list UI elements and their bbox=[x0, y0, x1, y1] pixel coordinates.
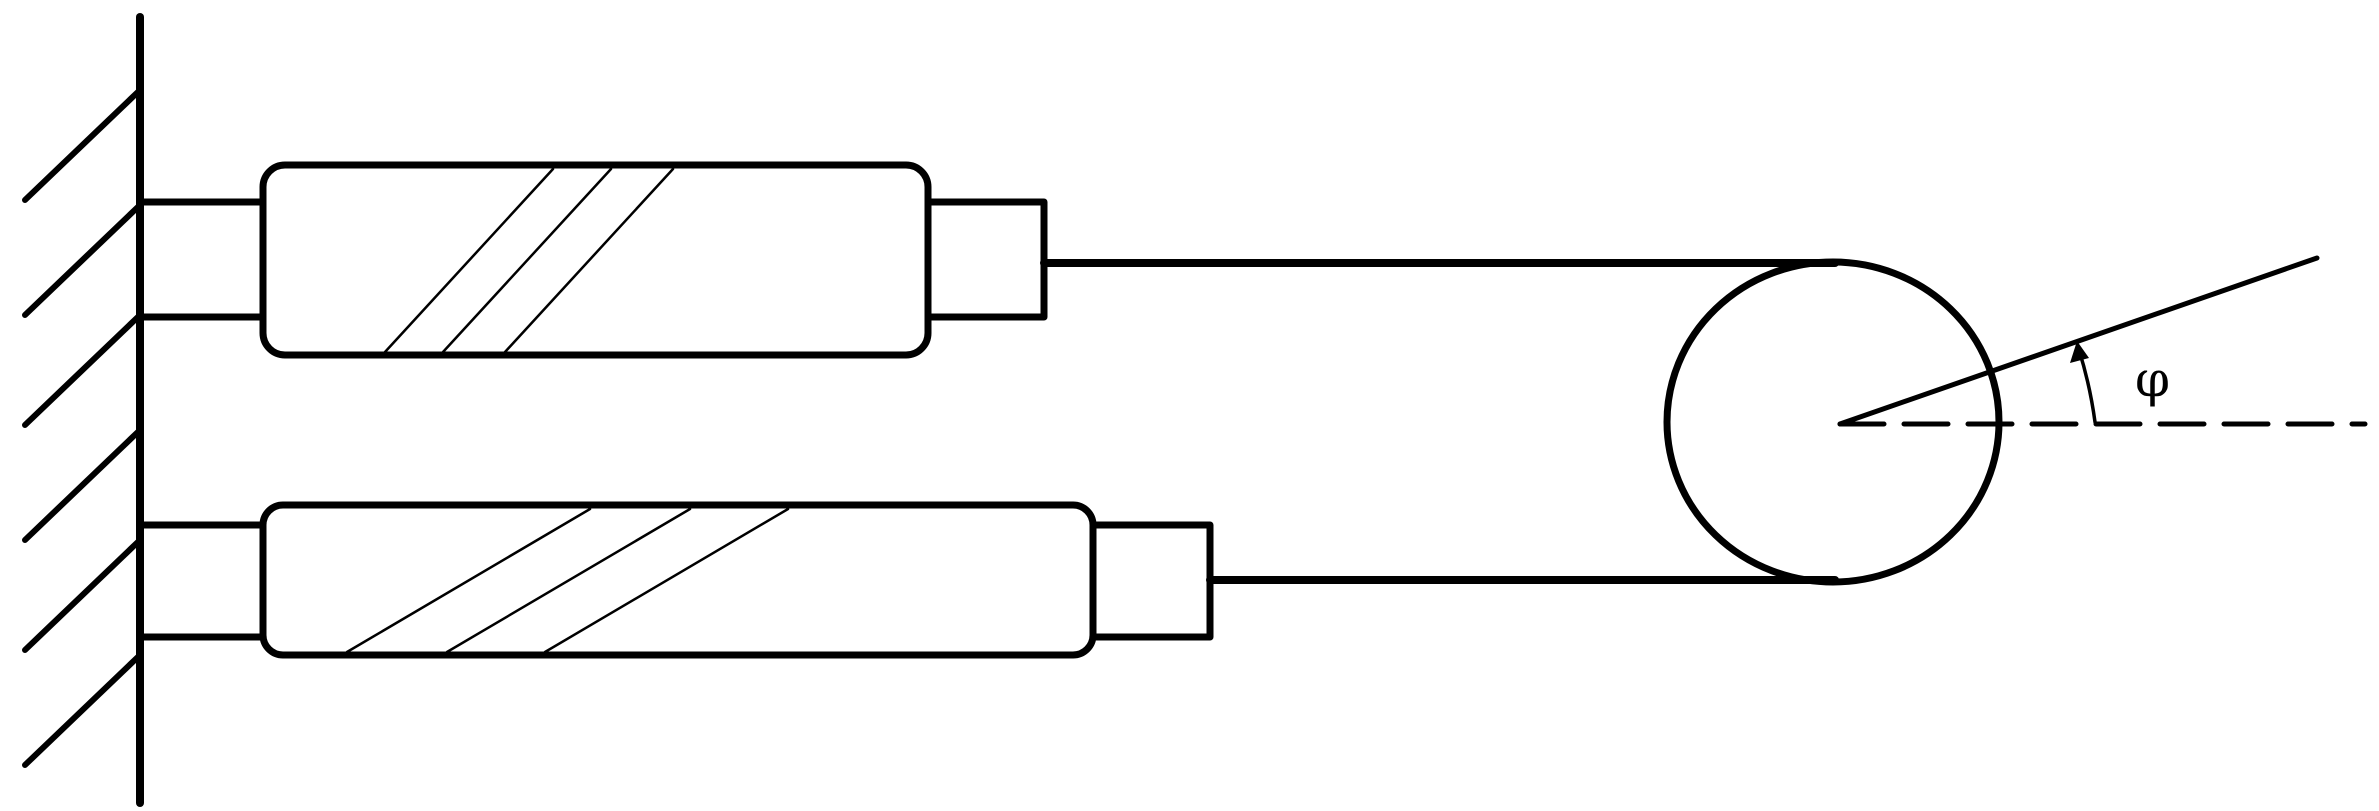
hatch-line bbox=[441, 167, 613, 354]
lower-actuator bbox=[136, 501, 1214, 659]
upper-actuator bbox=[136, 161, 1048, 359]
wall-hatch-line bbox=[22, 427, 143, 543]
angle-arc bbox=[2077, 348, 2097, 424]
hatch-line bbox=[345, 507, 592, 654]
upper-actuator-body bbox=[259, 161, 932, 359]
lower-actuator-body bbox=[259, 501, 1097, 659]
wall-hatch-line bbox=[22, 202, 143, 318]
angle-arrowhead bbox=[2070, 341, 2089, 363]
hatch-line bbox=[445, 507, 692, 654]
wall-hatch-line bbox=[22, 652, 143, 768]
upper-actuator-right-end-cap bbox=[924, 198, 1048, 321]
hatch-line bbox=[543, 507, 790, 654]
fixed-wall bbox=[22, 13, 144, 807]
hatch-line bbox=[383, 167, 555, 354]
wall-hatch-line bbox=[22, 87, 143, 203]
lower-actuator-left-end-cap bbox=[136, 521, 267, 641]
wall-hatch-line bbox=[22, 312, 143, 428]
wall-hatch-line bbox=[22, 537, 143, 653]
upper-actuator-hatching bbox=[383, 167, 675, 354]
angle-indicator: φ bbox=[1837, 255, 2368, 427]
upper-actuator-left-end-cap bbox=[136, 198, 267, 321]
angle-label: φ bbox=[2135, 350, 2170, 408]
hatch-line bbox=[503, 167, 675, 354]
rotated-arm bbox=[1837, 255, 2320, 427]
lower-actuator-right-end-cap bbox=[1089, 521, 1214, 641]
wall-hatching bbox=[22, 87, 143, 768]
lower-actuator-hatching bbox=[345, 507, 790, 654]
